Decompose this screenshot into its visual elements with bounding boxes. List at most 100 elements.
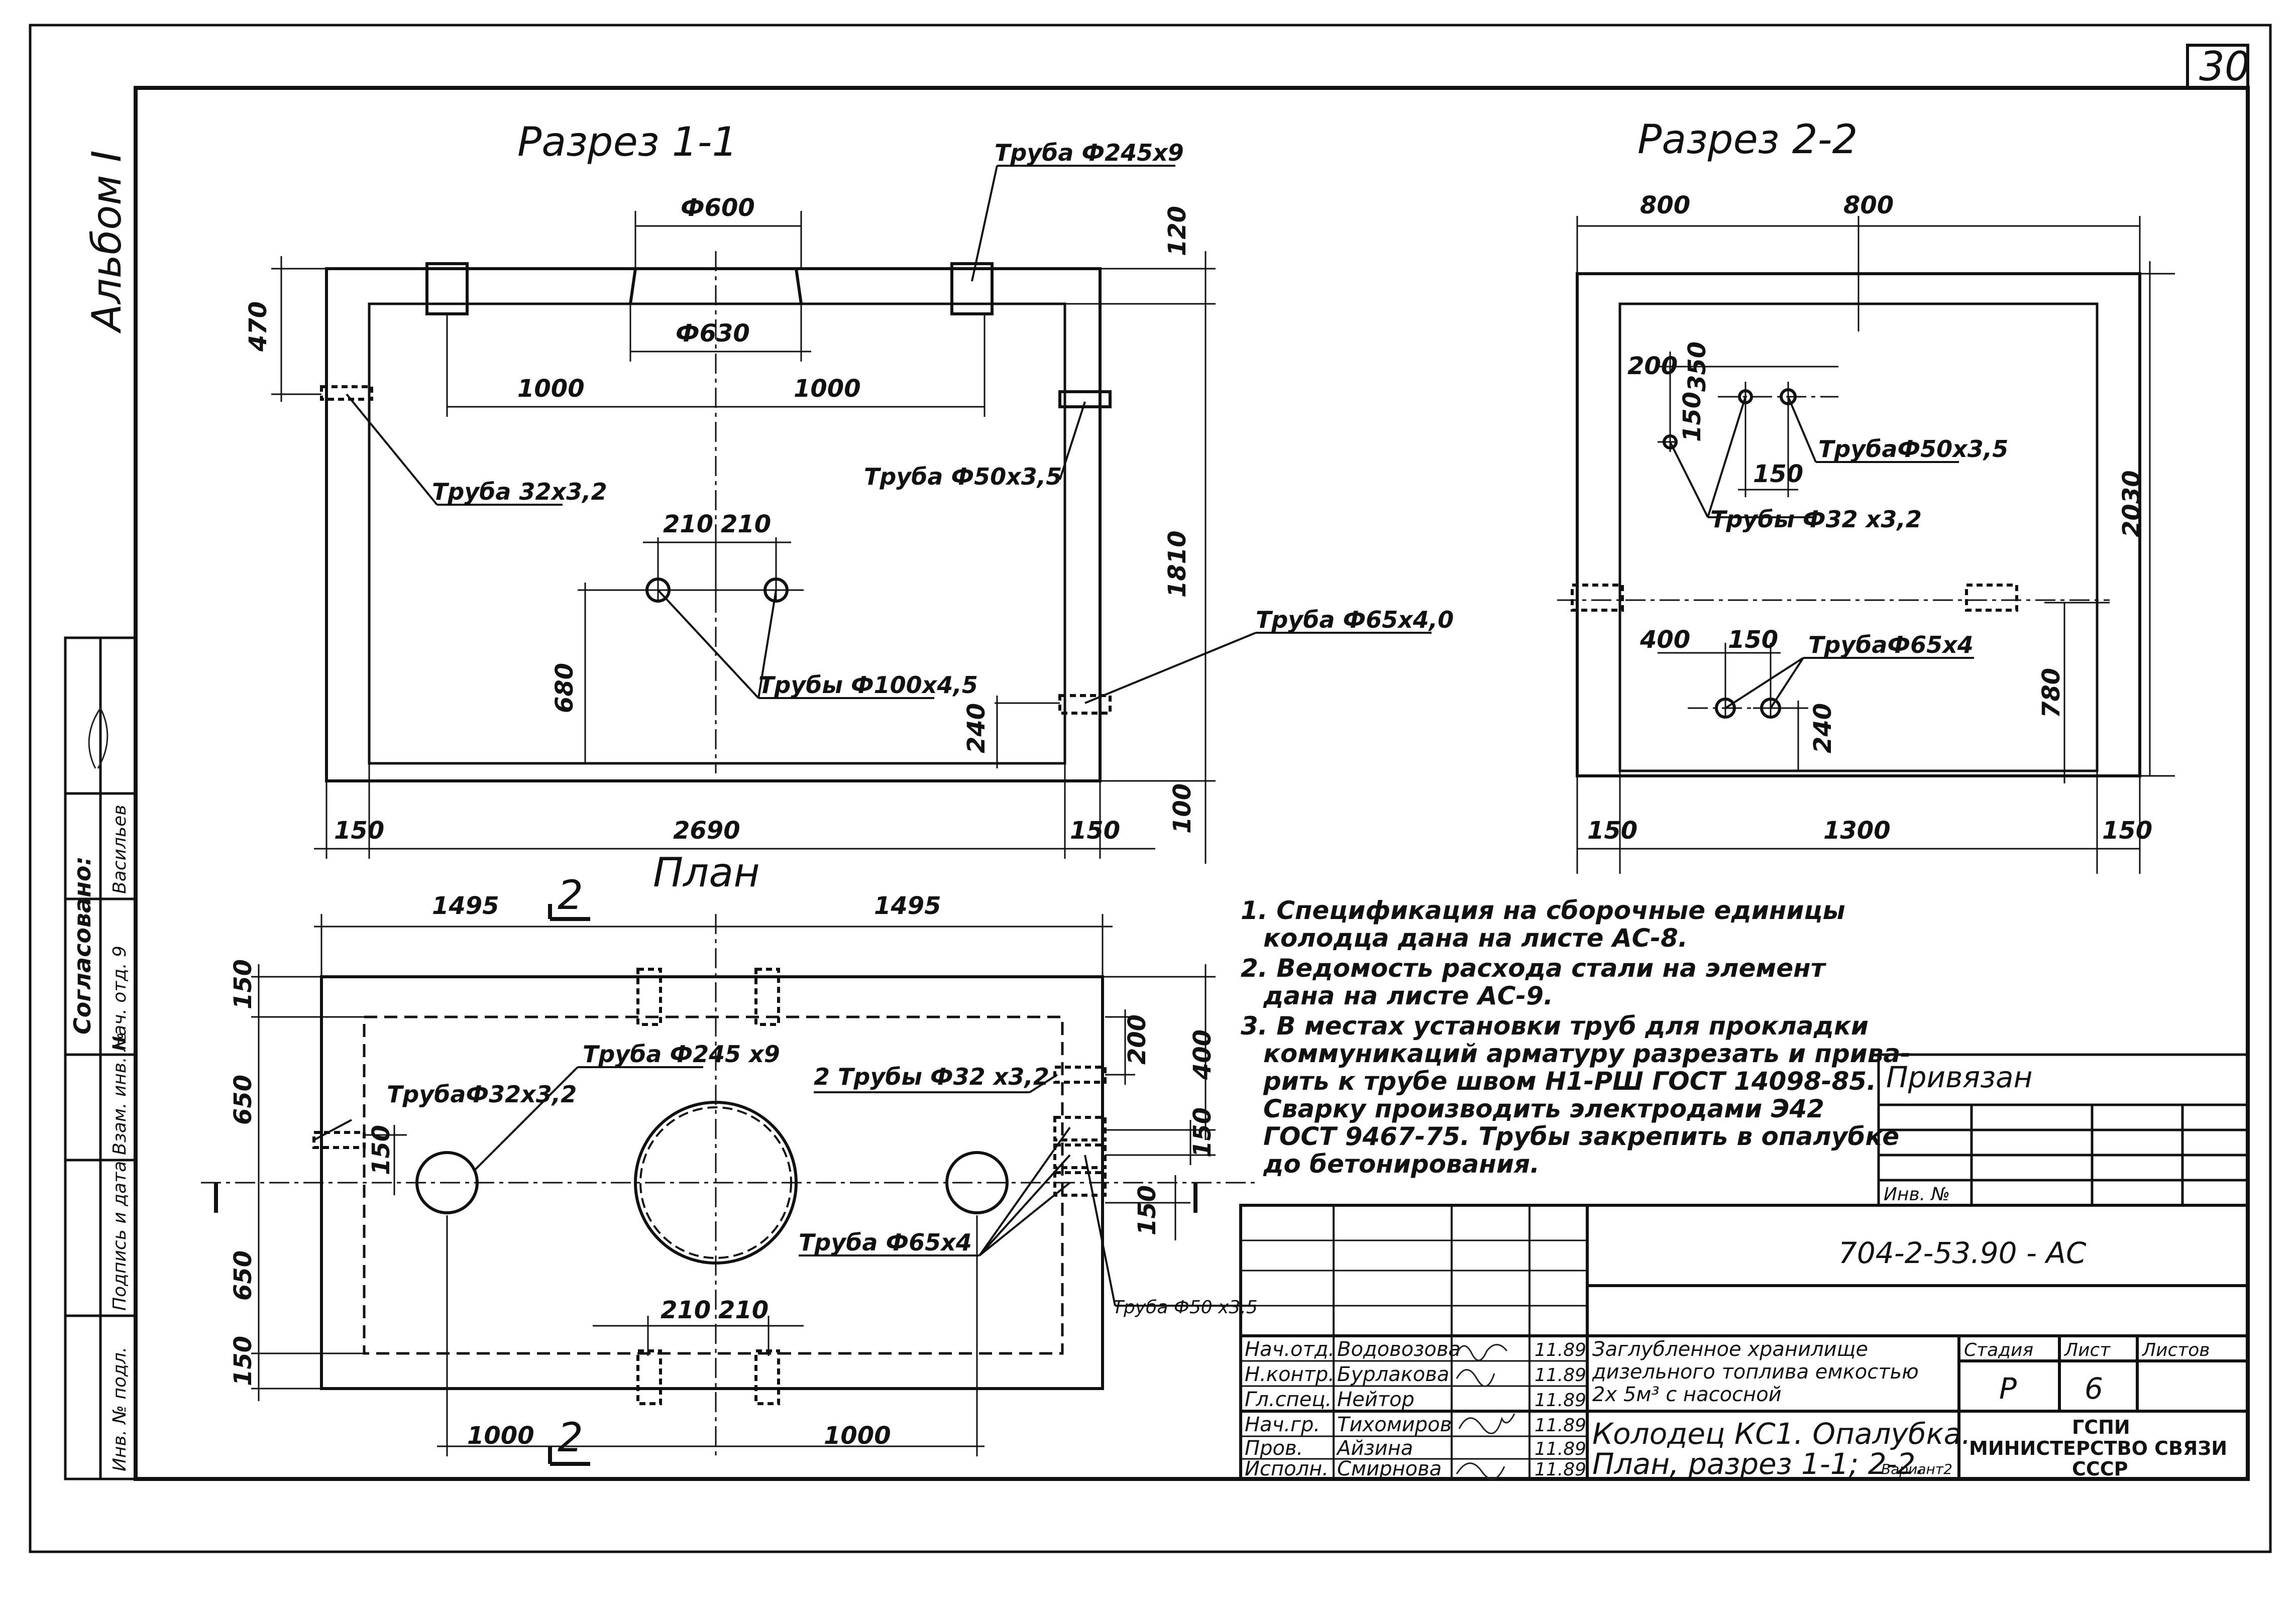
plan-dim-150-top: 150	[229, 959, 257, 1009]
note-line: 3. В местах установки труб для прокладки	[1241, 1011, 1869, 1041]
plan-dim-150-left: 150	[367, 1125, 395, 1175]
signatures	[88, 707, 1515, 1480]
stage-value: Р	[1999, 1371, 2017, 1406]
sheet-title-line-2: План, разрез 1-1; 2-2.	[1592, 1447, 1925, 1481]
s11-dim-2690: 2690	[673, 817, 740, 845]
s11-label-pipe-245: Труба Ф245х9	[995, 139, 1184, 166]
plan-dim-1000-b: 1000	[824, 1422, 891, 1450]
s11-dim-210-b: 210	[721, 510, 771, 538]
s11-pipe-32	[320, 385, 373, 401]
s11-pipe-50	[1058, 390, 1112, 408]
s11-dim-1000-right: 1000	[794, 375, 861, 403]
staff-date: 11.89	[1535, 1459, 1586, 1480]
s22-dim-2030: 2030	[2118, 470, 2146, 537]
binding-title: Привязан	[1886, 1060, 2033, 1094]
org-line-2: МИНИСТЕРСТВО СВЯЗИ	[1969, 1437, 2227, 1459]
plan-dim-200: 200	[1123, 1014, 1151, 1065]
plan-right-pipe-2	[1053, 1116, 1107, 1141]
note-line: рить к трубе швом Н1-РШ ГОСТ 14098-85.	[1263, 1067, 1876, 1096]
replace-inv-label: Взам. инв. №	[110, 1033, 130, 1155]
staff-rows: Нач.отд. Водовозова 11.89 Н.контр. Бурла…	[1245, 1338, 1586, 1480]
plan-right-pipe-1	[1053, 1066, 1107, 1084]
s22-dim-400: 400	[1639, 626, 1690, 654]
note-line: Сварку производить электродами Э42	[1263, 1094, 1824, 1123]
section-1-1-title: Разрез 1-1	[517, 119, 737, 165]
plan-outer-wall	[320, 975, 1104, 1390]
staff-name: Нейтор	[1337, 1388, 1414, 1411]
plan-dim-210-a: 210	[661, 1296, 711, 1324]
signer-label: Васильев	[110, 805, 130, 894]
s11-dim-120: 120	[1163, 206, 1191, 256]
title-block-code: 704-2-53.90 - АС	[1838, 1236, 2087, 1270]
plan-dim-150-r1: 150	[1188, 1107, 1217, 1158]
staff-name: Тихомиров	[1337, 1413, 1452, 1436]
section-2-2-title: Разрез 2-2	[1637, 116, 1857, 163]
s22-dim-200: 200	[1627, 352, 1678, 380]
staff-date: 11.89	[1535, 1439, 1586, 1459]
left-margin-stamp	[64, 636, 137, 1480]
s11-dim-1810: 1810	[1163, 530, 1191, 598]
s11-label-pipe-65: Труба Ф65х4,0	[1256, 606, 1454, 633]
s22-label-pipe-50: ТрубаФ50х3,5	[1818, 435, 2008, 463]
plan-dim-400: 400	[1188, 1029, 1217, 1080]
plan-top-pipe-a	[636, 968, 662, 1026]
s22-dim-350: 350	[1683, 341, 1711, 392]
sheet-title-line-1: Колодец КС1. Опалубка.	[1592, 1417, 1971, 1451]
note-line: 1. Спецификация на сборочные единицы	[1241, 896, 1845, 925]
plan-right-pipe-3	[1053, 1143, 1107, 1169]
s22-dim-780: 780	[2037, 668, 2065, 718]
plan-label-pipes-2-32: 2 Трубы Ф32 х3,2	[814, 1063, 1049, 1090]
outer-frame	[29, 24, 2272, 1553]
inv-orig-label: Инв. № подл.	[110, 1347, 130, 1471]
plan-label-pipe-32: ТрубаФ32х3,2	[387, 1081, 577, 1108]
sheet-number-box	[2186, 44, 2249, 89]
s11-label-pipe-32: Труба 32х3,2	[432, 478, 607, 505]
section-2-2: Разрез 2-2	[1557, 116, 2175, 874]
stage-header: Стадия	[1964, 1340, 2033, 1360]
plan-cut-mark-bottom: 2	[558, 1414, 583, 1461]
s11-label-pipes-100: Трубы Ф100х4,5	[758, 671, 978, 699]
s22-dim-150-l: 150	[1587, 817, 1637, 845]
staff-date: 11.89	[1535, 1415, 1586, 1436]
s22-dim-800-b: 800	[1843, 191, 1894, 219]
s11-dim-d630: Ф630	[676, 319, 750, 348]
s11-dim-470: 470	[244, 301, 272, 352]
s22-pipe-right	[1965, 584, 2018, 612]
notes-block: 1. Спецификация на сборочные единицы кол…	[1241, 896, 1911, 1179]
s22-dim-150-b: 150	[1728, 626, 1778, 654]
s11-label-pipe-50: Труба Ф50х3,5	[864, 463, 1062, 490]
s22-label-pipes-32: Трубы Ф32 х3,2	[1710, 506, 1922, 533]
project-line-1: Заглубленное хранилище	[1592, 1338, 1868, 1361]
note-line: колодца дана на листе АС-8.	[1263, 924, 1688, 953]
note-line: 2. Ведомость расхода стали на элемент	[1241, 954, 1827, 983]
staff-date: 11.89	[1535, 1365, 1586, 1386]
plan-cut-mark-top: 2	[558, 872, 583, 919]
plan-view: План	[201, 849, 1258, 1466]
s11-dim-210-a: 210	[663, 510, 713, 538]
staff-role: Исполн.	[1245, 1457, 1329, 1480]
plan-top-pipe-b	[754, 968, 780, 1026]
title-block	[1239, 1204, 2249, 1480]
plan-dim-650-bot: 650	[229, 1250, 257, 1301]
plan-label-pipe-50: Труба Ф50 х3,5	[1113, 1297, 1258, 1318]
chief-label: Нач. отд. 9	[110, 946, 130, 1050]
staff-name: Бурлакова	[1337, 1363, 1449, 1386]
org-line-3: СССР	[2072, 1458, 2128, 1480]
binding-inv-no: Инв. №	[1884, 1184, 1950, 1205]
s11-dim-d600: Ф600	[681, 194, 755, 222]
s22-dim-1300: 1300	[1823, 817, 1891, 845]
album-label: Альбом I	[83, 150, 130, 334]
staff-name: Айзина	[1336, 1437, 1413, 1460]
s11-dim-150-right: 150	[1070, 817, 1120, 845]
plan-right-pipe-4	[1053, 1171, 1107, 1197]
sheet-number: 30	[2199, 43, 2250, 90]
plan-dim-210-b: 210	[718, 1296, 769, 1324]
staff-role: Н.контр.	[1245, 1363, 1335, 1386]
plan-bottom-pipe-a	[636, 1349, 662, 1405]
staff-role: Нач.гр.	[1245, 1413, 1320, 1436]
staff-date: 11.89	[1535, 1340, 1586, 1360]
sign-date-label: Подпись и дата	[110, 1161, 130, 1311]
plan-label-pipe-65: Труба Ф65х4	[799, 1229, 972, 1256]
staff-name: Смирнова	[1337, 1457, 1442, 1480]
